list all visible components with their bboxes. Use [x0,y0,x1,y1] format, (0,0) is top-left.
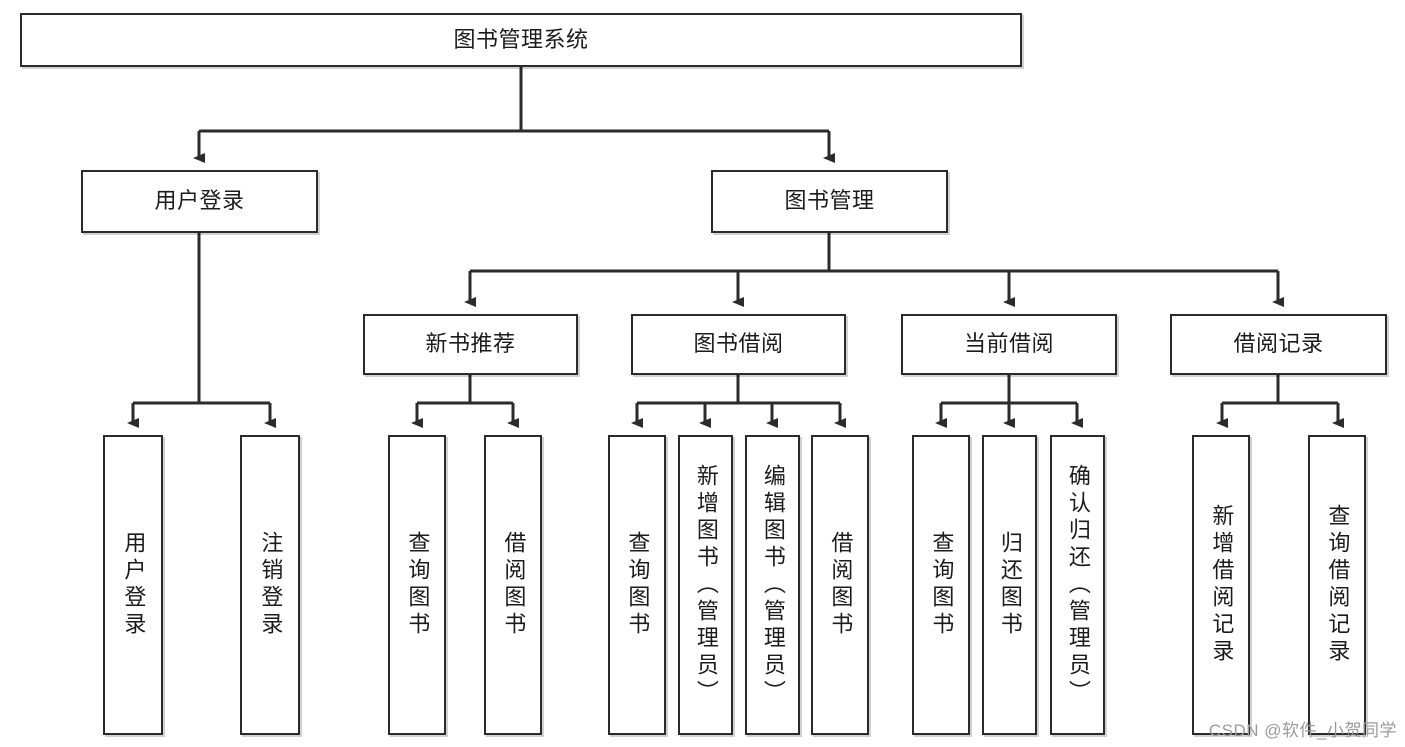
node-leaf-query-book-1[interactable]: 查询图书 [388,435,446,735]
node-new-book-recommend[interactable]: 新书推荐 [363,314,578,375]
node-root[interactable]: 图书管理系统 [20,13,1022,67]
node-leaf-add-book-label: 新增图书（管理员） [693,463,719,707]
node-leaf-logout-login[interactable]: 注销登录 [240,435,300,735]
node-leaf-borrow-book-2-label: 借阅图书 [828,531,854,639]
node-leaf-query-book-1-label: 查询图书 [405,531,431,639]
node-leaf-edit-book-label: 编辑图书（管理员） [760,463,786,707]
node-leaf-add-record-label: 新增借阅记录 [1209,504,1235,666]
node-leaf-query-record[interactable]: 查询借阅记录 [1308,435,1366,735]
node-book-borrow[interactable]: 图书借阅 [631,314,846,375]
node-leaf-confirm-return-label: 确认归还（管理员） [1065,463,1091,707]
node-leaf-query-book-3-label: 查询图书 [929,531,955,639]
node-leaf-query-book-3[interactable]: 查询图书 [912,435,970,735]
node-leaf-logout-login-label: 注销登录 [258,531,284,639]
node-user-login-label: 用户登录 [154,188,245,214]
node-leaf-borrow-book-1-label: 借阅图书 [501,531,527,639]
node-leaf-user-login[interactable]: 用户登录 [103,435,163,735]
node-current-borrow-label: 当前借阅 [963,331,1054,357]
node-borrow-record[interactable]: 借阅记录 [1170,314,1387,375]
node-leaf-confirm-return[interactable]: 确认归还（管理员） [1050,435,1105,735]
node-new-book-recommend-label: 新书推荐 [425,331,516,357]
node-leaf-add-record[interactable]: 新增借阅记录 [1192,435,1250,735]
node-current-borrow[interactable]: 当前借阅 [901,314,1117,375]
node-leaf-edit-book[interactable]: 编辑图书（管理员） [745,435,800,735]
node-book-borrow-label: 图书借阅 [693,331,784,357]
node-leaf-add-book[interactable]: 新增图书（管理员） [678,435,733,735]
node-book-management-label: 图书管理 [784,188,875,214]
node-leaf-borrow-book-1[interactable]: 借阅图书 [484,435,542,735]
csdn-watermark: CSDN @软件_小贺同学 [1208,721,1397,740]
node-book-management[interactable]: 图书管理 [711,170,948,233]
node-leaf-borrow-book-2[interactable]: 借阅图书 [811,435,869,735]
node-leaf-user-login-label: 用户登录 [121,531,147,639]
node-root-label: 图书管理系统 [453,26,589,52]
node-leaf-query-book-2-label: 查询图书 [625,531,651,639]
node-leaf-return-book[interactable]: 归还图书 [982,435,1037,735]
node-user-login[interactable]: 用户登录 [81,170,318,233]
node-leaf-return-book-label: 归还图书 [997,531,1023,639]
node-borrow-record-label: 借阅记录 [1233,331,1324,357]
node-leaf-query-book-2[interactable]: 查询图书 [608,435,666,735]
node-leaf-query-record-label: 查询借阅记录 [1325,504,1351,666]
